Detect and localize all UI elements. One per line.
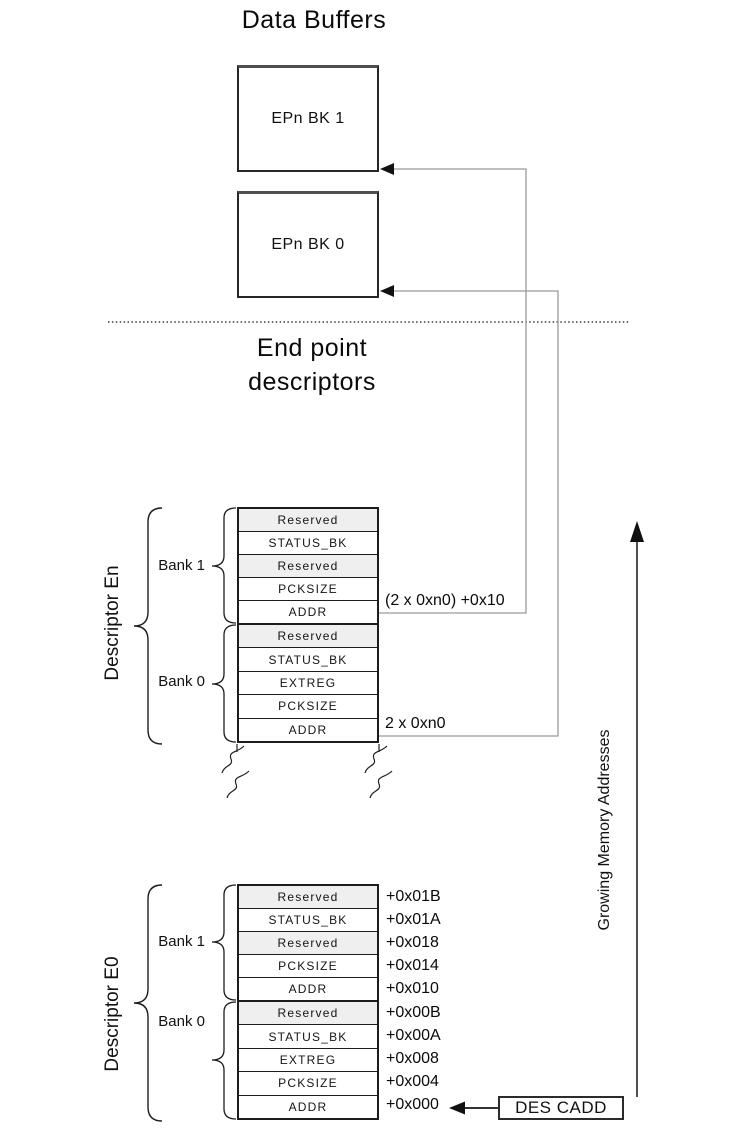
address-offset-+0x008: +0x008 bbox=[386, 1050, 439, 1067]
buffer-box-epn-bk1-label: EPn BK 1 bbox=[271, 110, 345, 127]
address-offset-+0x01A: +0x01A bbox=[386, 911, 441, 929]
des-cadd-box: DES CADD bbox=[498, 1096, 624, 1120]
buffer-box-epn-bk0-label: EPn BK 0 bbox=[271, 236, 345, 253]
memory-axis-arrowhead bbox=[630, 521, 644, 542]
descriptor-row-addr: ADDR bbox=[239, 1094, 377, 1119]
address-offset-+0x018: +0x018 bbox=[386, 934, 439, 951]
address-offset-+0x004: +0x004 bbox=[386, 1072, 439, 1090]
address-offset-+0x000: +0x000 bbox=[386, 1095, 439, 1113]
endpoint-descriptors-title: End point descriptors bbox=[162, 331, 462, 399]
en-bank1-label: Bank 1 bbox=[158, 557, 205, 574]
tear-squiggle-left-2 bbox=[226, 770, 250, 799]
descriptor-row-extreg: EXTREG bbox=[239, 1047, 377, 1072]
en-bank1-addr-offset: (2 x 0xn0) +0x10 bbox=[385, 592, 505, 609]
descriptor-row-status_bk: STATUS_BK bbox=[239, 1024, 377, 1048]
descriptor-row-addr: ADDR bbox=[239, 977, 377, 1000]
descriptor-row-reserved: Reserved bbox=[239, 931, 377, 954]
descriptor-e0-label: Descriptor E0 bbox=[102, 956, 123, 1072]
address-offset-+0x014: +0x014 bbox=[386, 956, 439, 974]
e0-bank1-label: Bank 1 bbox=[158, 933, 205, 950]
buffer-box-epn-bk0: EPn BK 0 bbox=[237, 191, 379, 298]
en-bank0-addr-offset: 2 x 0xn0 bbox=[385, 715, 446, 732]
descriptor-row-addr: ADDR bbox=[239, 717, 377, 742]
tear-squiggle-right-1 bbox=[364, 745, 388, 774]
e0-bank0-label: Bank 0 bbox=[158, 1013, 205, 1030]
tear-marks bbox=[221, 744, 393, 799]
brace-descriptor-en bbox=[133, 507, 163, 745]
buffer-box-epn-bk1: EPn BK 1 bbox=[237, 65, 379, 172]
descriptor-row-status_bk: STATUS_BK bbox=[239, 531, 377, 554]
endpoint-title-line1: End point bbox=[256, 334, 368, 362]
descriptor-row-pcksize: PCKSIZE bbox=[239, 694, 377, 718]
growing-memory-addresses-label: Growing Memory Addresses bbox=[596, 729, 613, 931]
descriptor-en-label: Descriptor En bbox=[102, 565, 123, 681]
descriptor-row-reserved: Reserved bbox=[239, 509, 377, 531]
address-offset-+0x00A: +0x00A bbox=[386, 1027, 441, 1045]
arrowhead-into-bk0 bbox=[380, 285, 394, 297]
descriptor-row-status_bk: STATUS_BK bbox=[239, 908, 377, 931]
data-buffers-title: Data Buffers bbox=[241, 6, 387, 34]
address-offset-+0x01B: +0x01B bbox=[386, 888, 441, 906]
en-bank0-label: Bank 0 bbox=[158, 673, 205, 690]
descriptor-row-extreg: EXTREG bbox=[239, 670, 377, 695]
brace-e0-bank0 bbox=[211, 1001, 237, 1120]
descriptor-row-reserved: Reserved bbox=[239, 625, 377, 648]
descriptor-row-pcksize: PCKSIZE bbox=[239, 577, 377, 600]
address-offset-+0x010: +0x010 bbox=[386, 979, 439, 997]
tear-squiggle-right-2 bbox=[369, 770, 393, 799]
brace-en-bank0 bbox=[211, 624, 237, 743]
tear-squiggle-left-1 bbox=[221, 745, 245, 774]
brace-e0-bank1 bbox=[211, 884, 237, 1001]
descriptor-row-pcksize: PCKSIZE bbox=[239, 954, 377, 977]
descriptor-row-reserved: Reserved bbox=[239, 554, 377, 577]
arrowhead-into-bk1 bbox=[380, 163, 394, 175]
descriptor-row-status_bk: STATUS_BK bbox=[239, 647, 377, 671]
brace-descriptor-e0 bbox=[133, 884, 163, 1122]
address-offset-+0x00B: +0x00B bbox=[386, 1004, 441, 1022]
descriptor-row-reserved: Reserved bbox=[239, 1002, 377, 1025]
descriptor-row-pcksize: PCKSIZE bbox=[239, 1071, 377, 1095]
des-cadd-arrowhead bbox=[449, 1101, 465, 1115]
brace-en-bank1 bbox=[211, 507, 237, 624]
descriptor-row-addr: ADDR bbox=[239, 600, 377, 623]
descriptor-row-reserved: Reserved bbox=[239, 886, 377, 908]
des-cadd-label: DES CADD bbox=[515, 1098, 607, 1117]
endpoint-title-line2: descriptors bbox=[248, 368, 376, 396]
